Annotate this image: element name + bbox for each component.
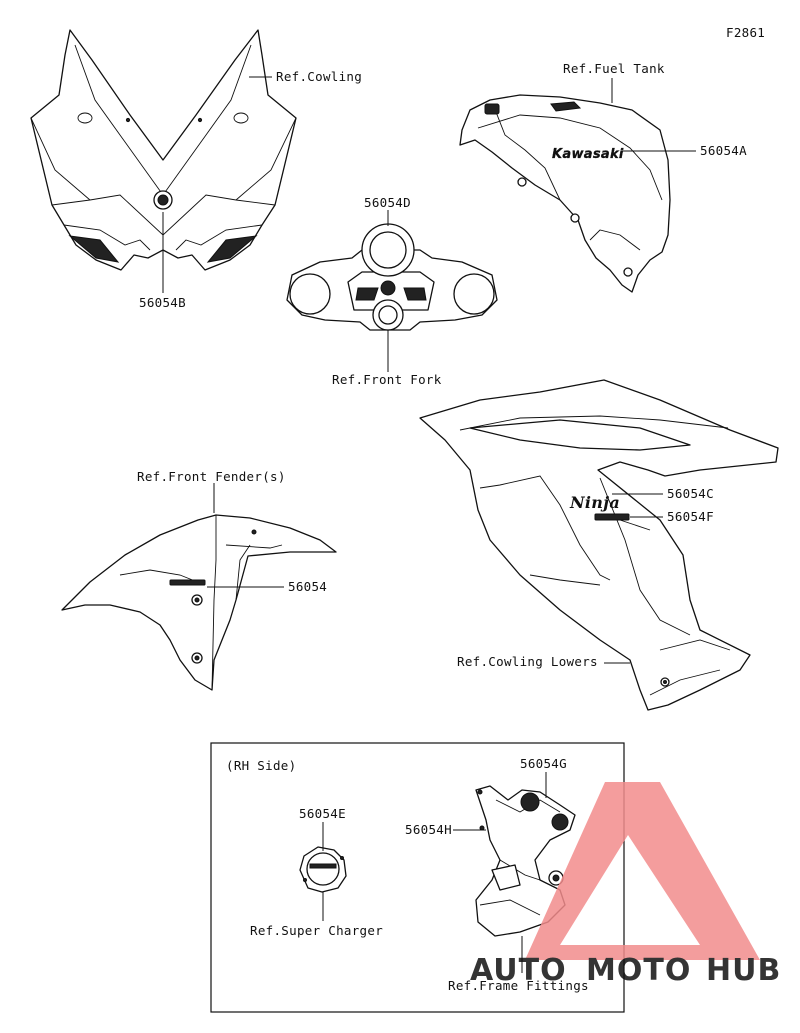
frame-fittings-drawing [475,785,576,937]
label-ref-front-fender: Ref.Front Fender(s) [137,469,286,484]
label-56054E: 56054E [299,806,346,821]
cowling-lowers-drawing: Ninja [419,379,779,711]
label-56054G: 56054G [520,756,567,771]
super-charger-cover-drawing [299,846,347,893]
label-ref-frame-fittings: Ref.Frame Fittings [448,978,589,993]
fuel-tank-drawing: Kawasaki [459,94,671,293]
automotohub-watermark: AUTO MOTO HUB [470,782,781,988]
label-56054D: 56054D [364,195,411,210]
watermark-text-hub: HUB [706,953,781,988]
label-56054F: 56054F [667,509,714,524]
upper-cowling-drawing [30,29,297,271]
tank-kawasaki-logo: Kawasaki [552,147,624,162]
front-fender-drawing [61,514,337,691]
label-ref-cowling-lowers: Ref.Cowling Lowers [457,654,598,669]
watermark-logo-icon [525,782,760,960]
label-ref-front-fork: Ref.Front Fork [332,372,442,387]
watermark-text-auto: AUTO [470,953,567,988]
label-ref-cowling: Ref.Cowling [276,69,362,84]
label-56054C: 56054C [667,486,714,501]
label-56054A: 56054A [700,143,747,158]
label-56054B: 56054B [139,295,186,310]
label-rh-side: (RH Side) [226,758,296,773]
label-ref-fuel-tank: Ref.Fuel Tank [563,61,665,76]
label-ref-super-charger: Ref.Super Charger [250,923,383,938]
triple-clamp-drawing [286,223,498,331]
figure-code: F2861 [726,25,765,40]
cowl-ninja-logo: Ninja [569,493,620,512]
label-56054: 56054 [288,579,327,594]
rh-side-box [210,742,625,1013]
watermark-text-moto: MOTO [586,953,691,988]
label-56054H: 56054H [405,822,452,837]
